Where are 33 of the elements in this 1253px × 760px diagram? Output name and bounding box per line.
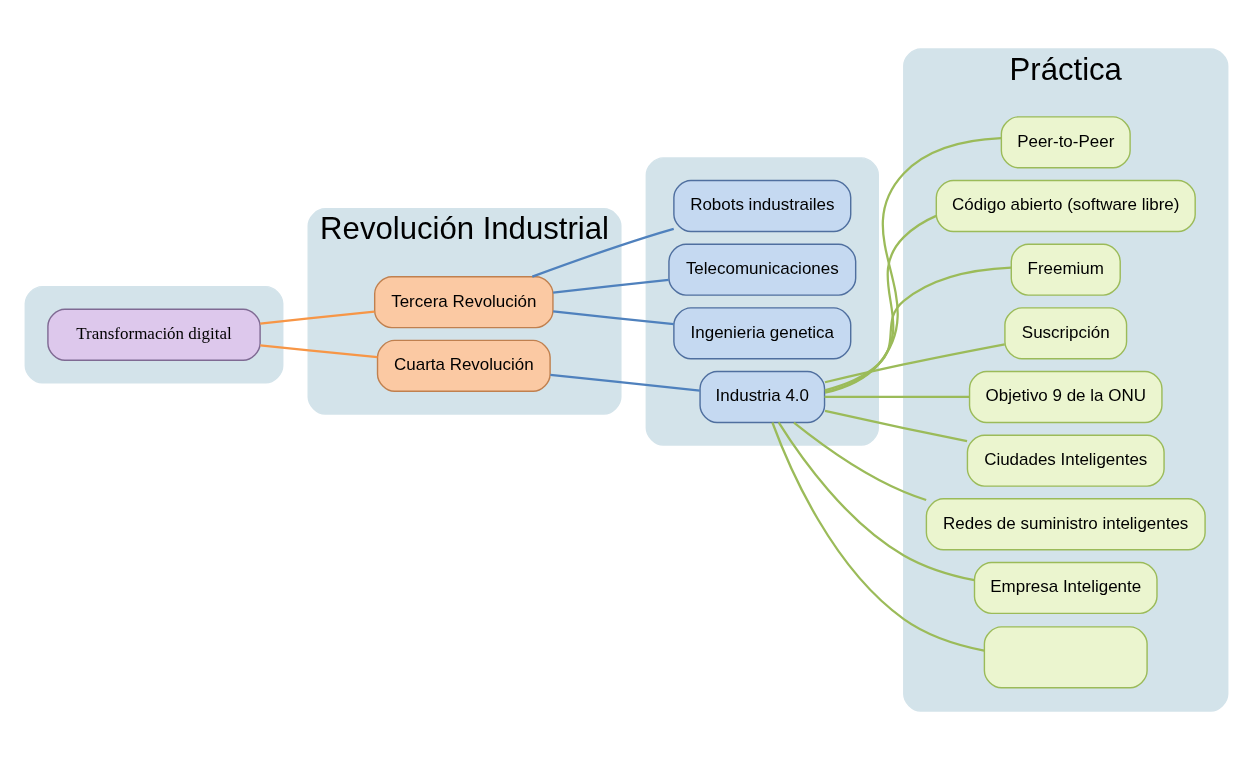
connector	[260, 310, 375, 325]
connector	[824, 395, 970, 399]
connector	[260, 344, 378, 359]
node-box: Suscripción	[1004, 307, 1128, 360]
node-box: Empresa Inteligente	[973, 561, 1158, 615]
connector	[553, 278, 669, 294]
node-box: Ingenieria genetica	[673, 307, 852, 360]
cluster	[24, 285, 284, 384]
node-box: Freemium	[1010, 243, 1121, 296]
node-box: Código abierto (software libre)	[935, 179, 1196, 233]
connector	[824, 137, 1002, 394]
connector	[824, 343, 1005, 384]
node-box	[983, 626, 1148, 689]
connector	[824, 214, 937, 394]
node-box: Ciudades Inteligentes	[966, 434, 1165, 487]
node-box: Tercera Revolución	[374, 276, 554, 329]
node-box: Cuarta Revolución	[376, 339, 551, 393]
node-box: Robots industrailes	[673, 179, 852, 233]
connector	[824, 409, 968, 443]
node-box: Objetivo 9 de la ONU	[968, 370, 1163, 424]
connector	[531, 227, 675, 278]
connector	[553, 310, 674, 326]
node-box: Transformación digital	[47, 308, 261, 361]
node-box: Telecomunicaciones	[668, 243, 857, 296]
cluster	[645, 157, 879, 446]
connector	[777, 421, 975, 582]
node-box: Peer-to-Peer	[1000, 116, 1131, 169]
connector	[824, 266, 1012, 392]
node-box: Industria 4.0	[699, 370, 826, 424]
connector	[771, 422, 985, 652]
node-box: Redes de suministro inteligentes	[925, 498, 1206, 551]
connector	[793, 421, 927, 502]
connector	[550, 373, 700, 392]
